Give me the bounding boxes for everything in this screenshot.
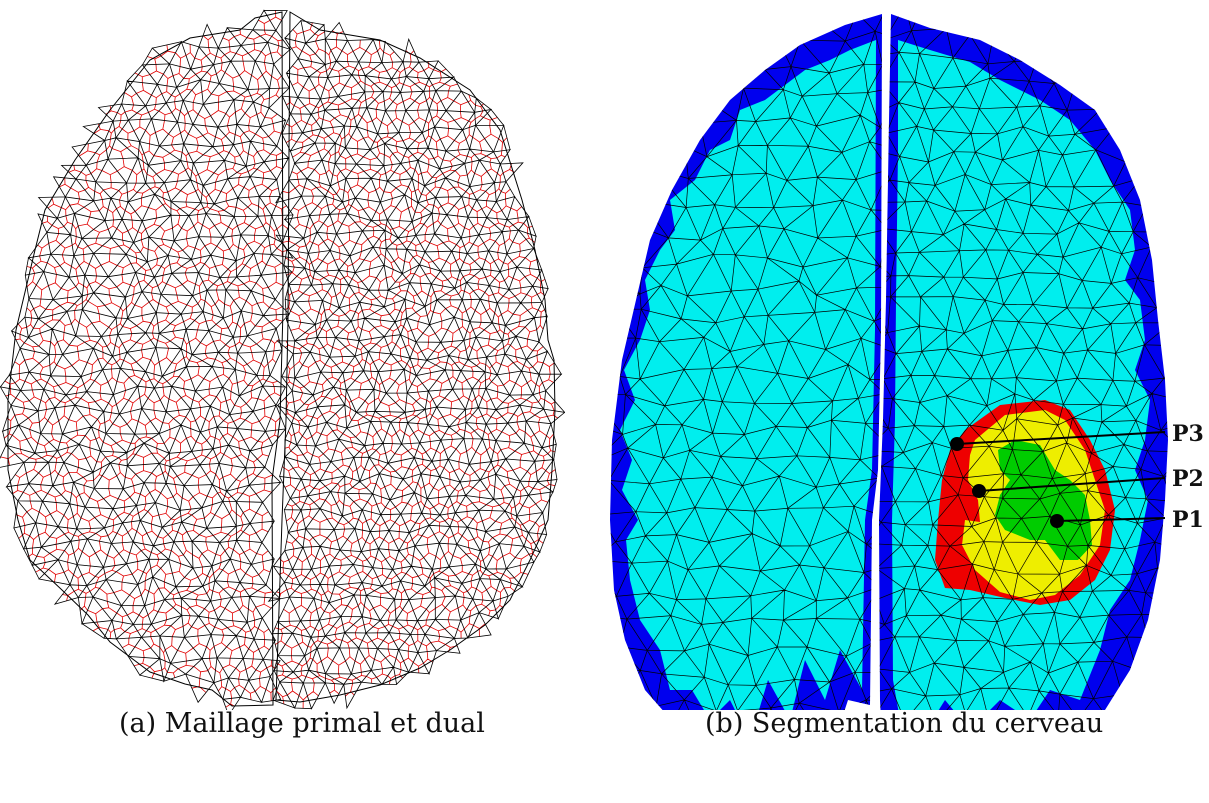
panel-primal-dual-mesh: (a) Maillage primal et dual: [0, 0, 565, 803]
primal-mesh-edges: [267, 19, 565, 710]
point-p2-label: P2: [1172, 466, 1204, 492]
primal-dual-mesh-figure: [0, 9, 565, 710]
point-p2-marker: P2: [972, 466, 1204, 498]
left-hemisphere-outline: [7, 11, 284, 707]
panel-brain-segmentation: P3 P2 P1 (b) Segmentation du cerveau: [600, 0, 1209, 803]
point-p3-marker: P3: [950, 421, 1204, 451]
caption-b: (b) Segmentation du cerveau: [705, 708, 1104, 739]
dual-mesh-edges: [0, 10, 288, 708]
right-hemisphere-mesh: [267, 19, 565, 710]
point-p1-label: P1: [1172, 507, 1204, 533]
dual-mesh-edges: [274, 22, 559, 709]
left-hemisphere-mesh: [0, 9, 294, 710]
caption-a: (a) Maillage primal et dual: [119, 708, 485, 739]
primal-mesh-edges: [0, 9, 294, 710]
point-p1-marker: P1: [1050, 507, 1204, 533]
point-p3-label: P3: [1172, 421, 1204, 447]
brain-segmentation-figure: P3 P2 P1: [610, 14, 1204, 710]
right-hemisphere-outline: [275, 11, 556, 703]
